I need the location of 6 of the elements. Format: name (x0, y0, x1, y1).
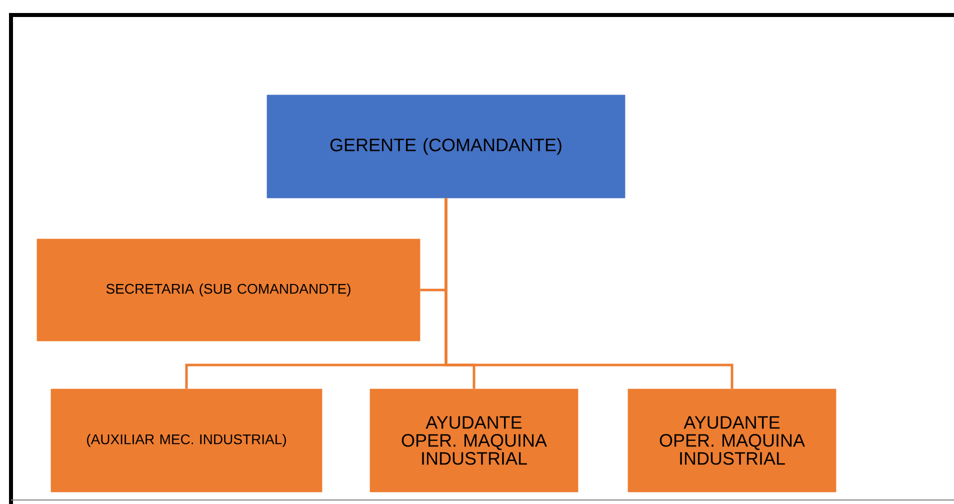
org-box: AYUDANTE OPER. MAQUINA INDUSTRIAL (370, 388, 578, 492)
connector-line (444, 198, 734, 389)
org-box: (AUXILIAR MEC. INDUSTRIAL) (50, 388, 322, 492)
org-box: SECRETARIA (SUB COMANDANDTE) (36, 238, 420, 342)
org-box: GERENTE (COMANDANTE) (266, 94, 626, 198)
org-box: AYUDANTE OPER. MAQUINA INDUSTRIAL (628, 388, 836, 492)
